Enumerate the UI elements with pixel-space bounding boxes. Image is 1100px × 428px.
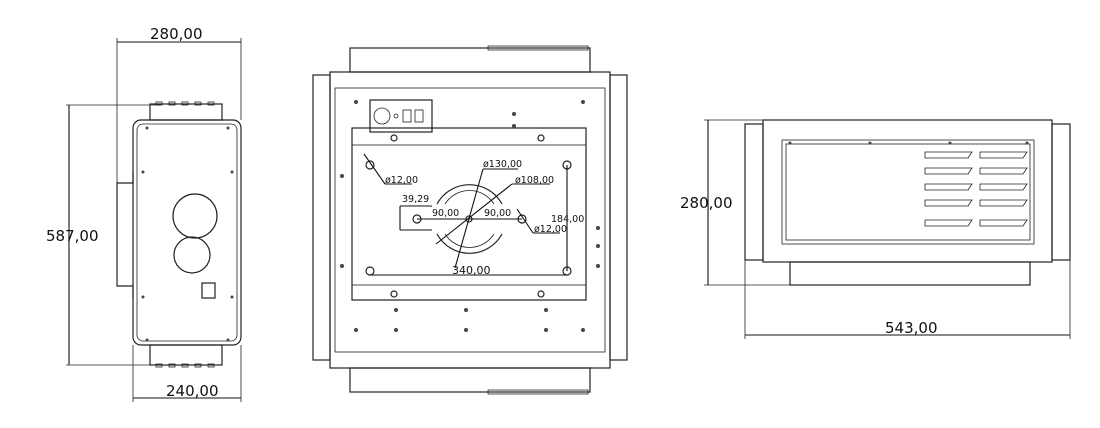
label-slot-offset: 39,29 [402, 194, 429, 205]
dim-top-height: 280,00 [680, 194, 733, 212]
side-view: 280,00 587,00 240,00 [46, 25, 242, 402]
dim-top-length: 543,00 [885, 319, 938, 337]
front-view: ø12,00 ø130,00 ø108,00 39,29 90,00 90,00… [312, 45, 628, 395]
label-horizontal-spacing: 340,00 [452, 264, 491, 277]
switch-box [201, 282, 216, 299]
label-half-span-left: 90,00 [432, 208, 459, 219]
label-vertical-spacing: 184,00 [551, 214, 584, 225]
large-port-circle [172, 193, 218, 239]
label-hole-dia-right: ø12,00 [534, 224, 567, 235]
dim-height: 587,00 [46, 227, 99, 245]
control-panel [369, 99, 433, 133]
label-outer-ring-dia: ø130,00 [483, 159, 522, 170]
top-view: 280,00 543,00 [680, 119, 1071, 339]
dim-width-bottom: 240,00 [166, 382, 219, 400]
small-port-circle [173, 236, 211, 274]
dim-width-top: 280,00 [150, 25, 203, 43]
label-half-span-right: 90,00 [484, 208, 511, 219]
label-inner-ring-dia: ø108,00 [515, 175, 554, 186]
label-hole-dia-left: ø12,00 [385, 175, 418, 186]
